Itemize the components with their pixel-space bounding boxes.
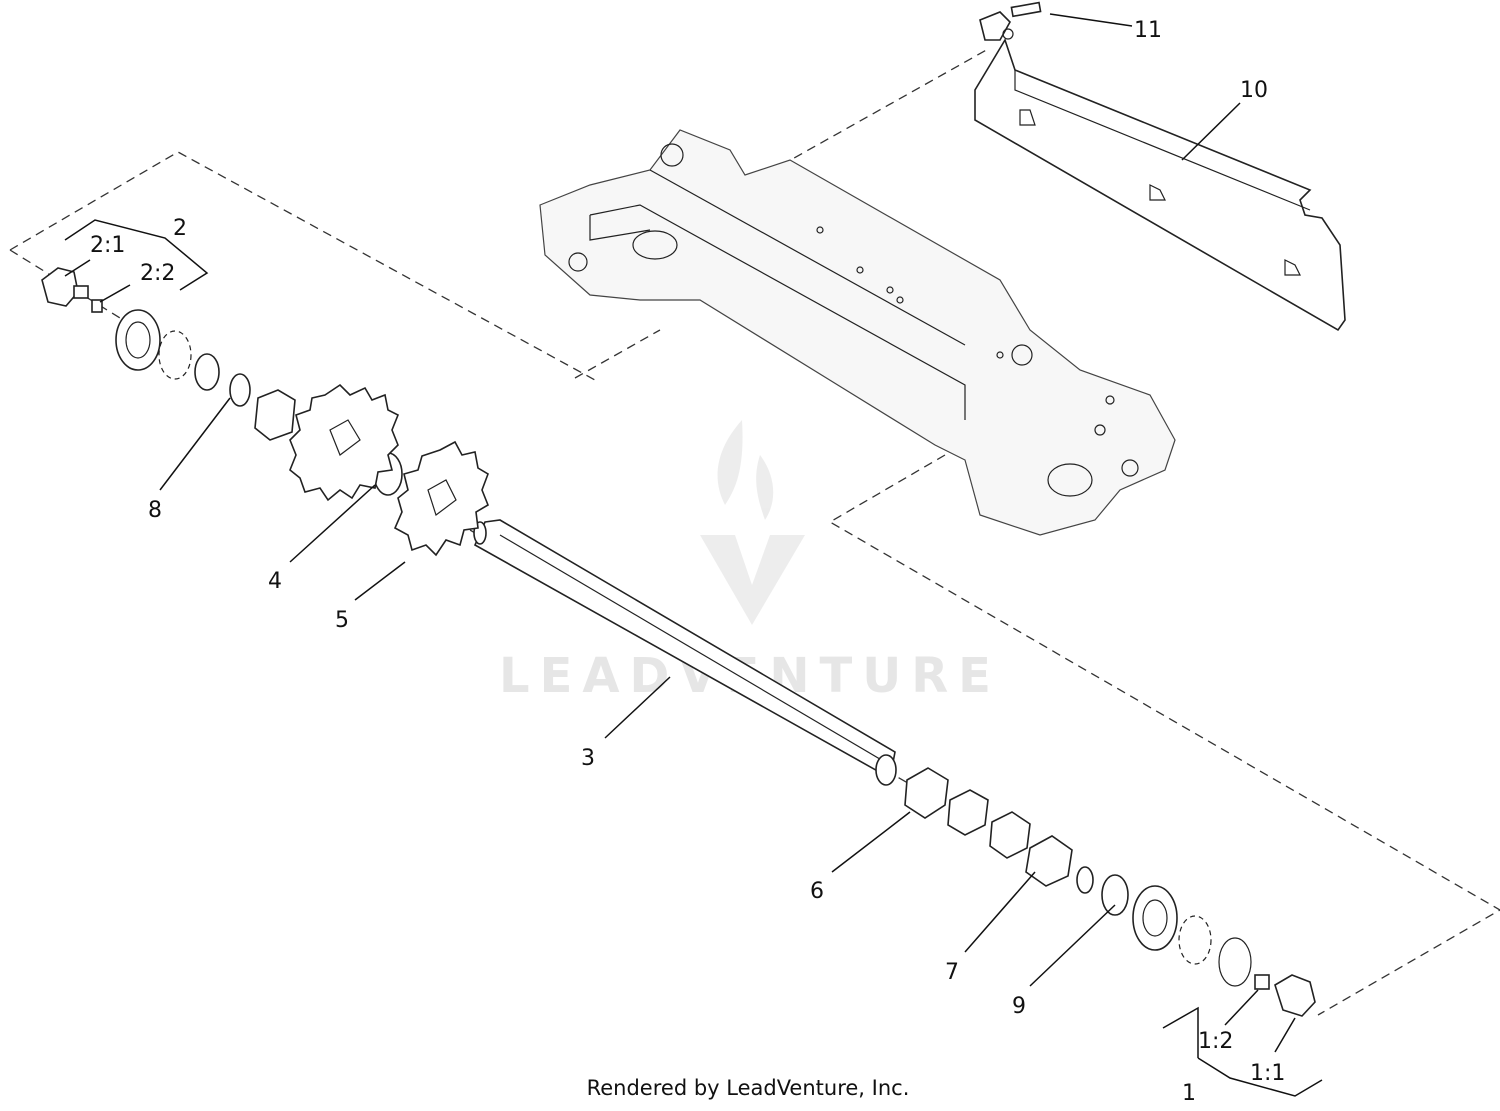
callout-1: 1: [1182, 1081, 1196, 1106]
callout-4: 4: [268, 569, 282, 594]
callout-1-1: 1:1: [1250, 1061, 1285, 1086]
part-11-bolt: [979, 1, 1042, 41]
callout-1-2: 1:2: [1198, 1029, 1233, 1054]
right-bearing-assembly: [904, 767, 1316, 1017]
callout-8: 8: [148, 498, 162, 523]
flame-logo-icon: [717, 420, 774, 520]
callout-labels: 11 10 2 2:1 2:2 8 4 5 3 6 7 9 1:2 1:1 1: [90, 18, 1285, 1106]
leader-lines: [64, 13, 1323, 1097]
render-credit: Rendered by LeadVenture, Inc.: [0, 1076, 1500, 1100]
render-credit-text: Rendered by LeadVenture, Inc.: [586, 1076, 910, 1100]
callout-10: 10: [1240, 78, 1268, 103]
callout-2-1: 2:1: [90, 233, 125, 258]
callout-11: 11: [1134, 18, 1162, 43]
leadventure-watermark: LEADVENTURE: [499, 420, 991, 704]
callout-5: 5: [335, 608, 349, 633]
callout-3: 3: [581, 746, 595, 771]
callout-2: 2: [173, 216, 187, 241]
left-bearing-assembly: [41, 267, 403, 496]
callout-9: 9: [1012, 994, 1026, 1019]
part-10-mounting-plate: [974, 38, 1346, 332]
callout-2-2: 2:2: [140, 261, 175, 286]
callout-6: 6: [810, 879, 824, 904]
callout-7: 7: [945, 960, 959, 985]
v-logo-icon: [700, 535, 805, 625]
frame-weldment: [539, 129, 1176, 536]
part-5-sprockets: [289, 383, 489, 557]
